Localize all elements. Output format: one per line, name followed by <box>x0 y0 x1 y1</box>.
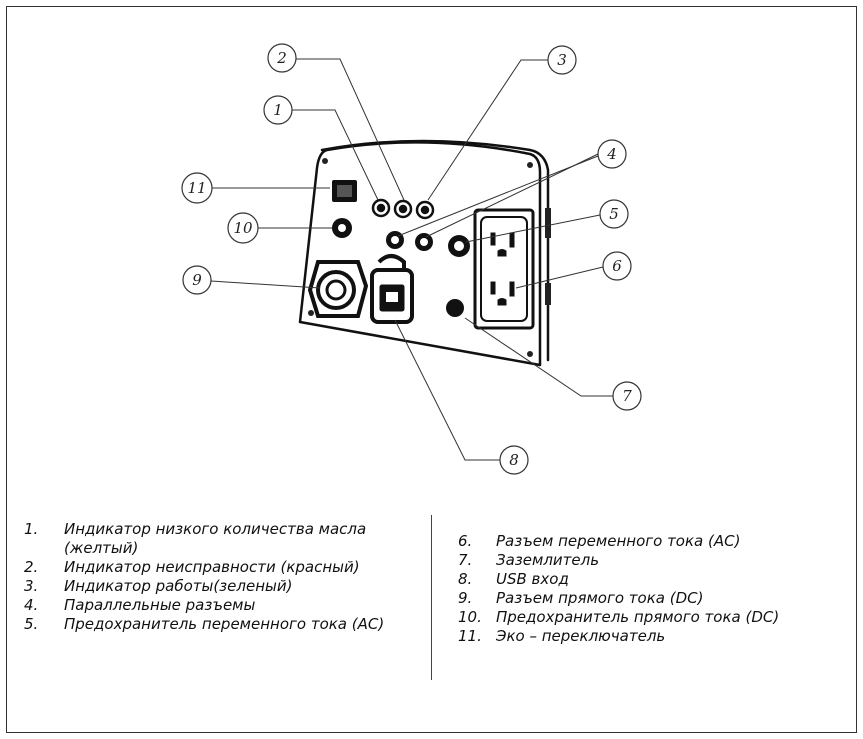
callout-11: 11 <box>181 172 213 204</box>
legend-item-4: 4.Параллельные разъемы <box>24 596 256 614</box>
legend-item-6: 6.Разъем переменного тока (AC) <box>458 532 741 550</box>
svg-text:4: 4 <box>606 145 617 163</box>
legend-item-11: 11.Эко – переключатель <box>458 627 666 645</box>
svg-text:2: 2 <box>276 49 287 67</box>
svg-text:3: 3 <box>557 51 567 69</box>
svg-text:7: 7 <box>622 387 632 405</box>
callouts: 1 2 3 4 5 6 7 8 <box>181 43 642 475</box>
callout-2: 2 <box>267 43 297 73</box>
callout-7: 7 <box>612 381 642 411</box>
ac-fuse <box>448 235 470 257</box>
callout-1: 1 <box>263 95 293 125</box>
svg-text:10: 10 <box>233 219 253 237</box>
legend-item-1: 1.Индикатор низкого количества масла (же… <box>24 520 367 557</box>
eco-switch <box>332 180 357 202</box>
svg-text:6: 6 <box>612 257 622 275</box>
svg-text:8: 8 <box>509 451 519 469</box>
legend-item-8: 8.USB вход <box>458 570 569 588</box>
ac-outlet <box>473 208 535 330</box>
legend-item-5: 5.Предохранитель переменного тока (AC) <box>24 615 385 633</box>
dc-socket <box>307 260 369 318</box>
legend-item-3: 3.Индикатор работы(зеленый) <box>24 577 293 595</box>
panel-side-latch <box>545 208 551 305</box>
svg-text:11: 11 <box>187 179 206 197</box>
legend-item-2: 2.Индикатор неисправности (красный) <box>24 558 360 576</box>
leader-lines <box>199 58 613 461</box>
control-panel-diagram: 1 2 3 4 5 6 7 8 <box>181 43 642 475</box>
legend-list-right: 6.Разъем переменного тока (AC) 7.Заземли… <box>458 532 858 646</box>
legend-divider <box>431 515 432 680</box>
legend-item-7: 7.Заземлитель <box>458 551 600 569</box>
callout-10: 10 <box>227 212 259 244</box>
usb-port <box>370 254 414 324</box>
indicator-lights <box>371 198 435 220</box>
parallel-sockets <box>386 231 433 251</box>
panel-screws <box>308 158 533 357</box>
legend-item-10: 10.Предохранитель прямого тока (DC) <box>458 608 780 626</box>
callout-3: 3 <box>547 45 577 75</box>
legend-list-left: 1.Индикатор низкого количества масла (же… <box>24 520 424 634</box>
callout-5: 5 <box>599 199 629 229</box>
callout-6: 6 <box>602 251 632 281</box>
svg-text:9: 9 <box>192 271 202 289</box>
callout-9: 9 <box>182 265 212 295</box>
callout-4: 4 <box>597 139 627 169</box>
dc-fuse <box>332 218 352 238</box>
figure-frame <box>6 6 857 733</box>
grounding-terminal <box>446 299 464 317</box>
legend-item-9: 9.Разъем прямого тока (DC) <box>458 589 704 607</box>
callout-8: 8 <box>499 445 529 475</box>
svg-text:1: 1 <box>273 101 283 119</box>
svg-text:5: 5 <box>609 205 619 223</box>
